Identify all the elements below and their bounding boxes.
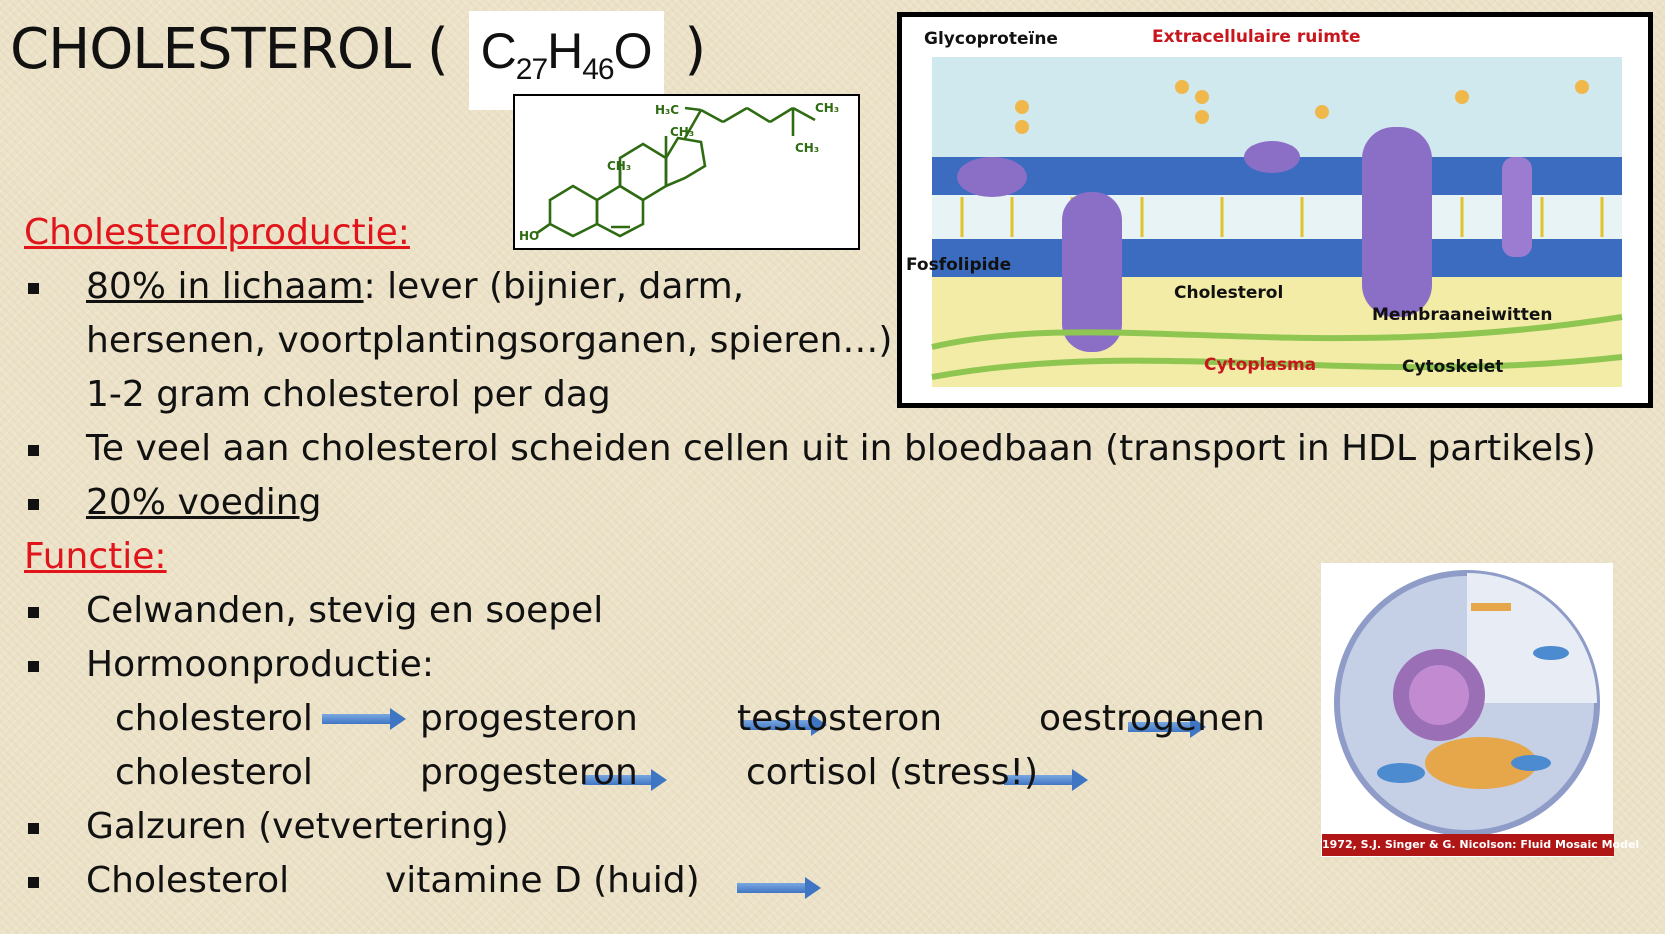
production-line-5: 20% voeding <box>86 482 322 523</box>
label-cytoskelet: Cytoskelet <box>1402 357 1504 377</box>
production-line-1-rest: : lever (bijnier, darm, <box>363 266 745 307</box>
function-heading: Functie: <box>24 536 167 577</box>
function-item-4-end: vitamine D (huid) <box>385 860 700 901</box>
hormone-chain-2-step-2: progesteron <box>420 752 638 793</box>
bullet-icon <box>28 499 39 510</box>
hormone-chain-1-step-2: progesteron <box>420 698 638 739</box>
function-item-3: Galzuren (vetvertering) <box>86 806 509 847</box>
label-fosfolipide: Fosfolipide <box>906 255 1012 275</box>
ho-label: HO <box>519 229 539 243</box>
page-title: CHOLESTEROL ( C27H46O ) <box>10 10 706 110</box>
label-extracellulaire: Extracellulaire ruimte <box>1152 27 1361 47</box>
hormone-chain-1-step-3: testosteron <box>737 698 943 739</box>
function-item-1: Celwanden, stevig en soepel <box>86 590 604 631</box>
bullet-icon <box>28 607 39 618</box>
ch3-label-c: CH₃ <box>815 101 839 115</box>
membrane-illustration <box>931 57 1623 387</box>
h3c-label: H₃C <box>655 103 679 117</box>
hormone-chain-1-step-1: cholesterol <box>115 698 313 739</box>
title-close-paren: ) <box>684 17 706 82</box>
ch3-label-d: CH₃ <box>795 141 819 155</box>
bullet-icon <box>28 823 39 834</box>
production-heading: Cholesterolproductie: <box>24 212 410 253</box>
arrow-right-icon <box>1128 716 1207 738</box>
ch3-label-a: CH₃ <box>670 125 694 139</box>
ch3-label-b: CH₃ <box>607 159 631 173</box>
production-line-3: 1-2 gram cholesterol per dag <box>86 374 611 415</box>
bullet-icon <box>28 445 39 456</box>
label-glycoproteine: Glycoproteïne <box>924 29 1058 49</box>
chemical-formula: C27H46O <box>468 11 664 110</box>
bullet-icon <box>28 661 39 672</box>
arrow-right-icon <box>583 769 668 791</box>
function-item-4-start: Cholesterol <box>86 860 290 901</box>
label-membraaneiwitten: Membraaneiwitten <box>1372 305 1553 325</box>
production-line-2: hersenen, voortplantingsorganen, spieren… <box>86 320 893 361</box>
model-credit: 1972, S.J. Singer & G. Nicolson: Fluid M… <box>1322 834 1639 856</box>
hormone-chain-2-step-1: cholesterol <box>115 752 313 793</box>
cholesterol-structure-diagram: H₃C CH₃ CH₃ CH₃ CH₃ HO <box>513 94 860 250</box>
title-text: CHOLESTEROL ( <box>10 17 449 82</box>
arrow-right-icon <box>1004 769 1089 791</box>
cell-illustration <box>1321 563 1613 857</box>
bullet-icon <box>28 283 39 294</box>
molecule-svg: H₃C CH₃ CH₃ CH₃ CH₃ HO <box>519 101 839 243</box>
production-line-1-underlined: 80% in lichaam <box>86 266 364 307</box>
hormone-chain-2-step-3: cortisol (stress!) <box>746 752 1039 793</box>
production-line-1: 80% in lichaam: lever (bijnier, darm, <box>86 260 744 314</box>
label-cytoplasma: Cytoplasma <box>1204 355 1317 375</box>
function-item-2: Hormoonproductie: <box>86 644 434 685</box>
hormone-chain-1-step-4: oestrogenen <box>1039 698 1265 739</box>
cell-membrane-diagram: Glycoproteïne Extracellulaire ruimte Fos… <box>897 12 1653 408</box>
arrow-right-icon <box>743 714 828 736</box>
label-cholesterol: Cholesterol <box>1174 283 1284 303</box>
production-line-4: Te veel aan cholesterol scheiden cellen … <box>86 428 1596 469</box>
cell-svg <box>1334 570 1600 836</box>
arrow-right-icon <box>737 877 822 899</box>
arrow-right-icon <box>322 708 406 730</box>
bullet-icon <box>28 877 39 888</box>
